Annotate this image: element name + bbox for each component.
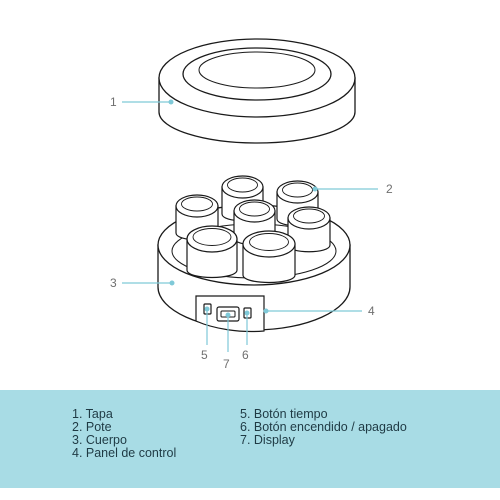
pot-front-right [242, 230, 296, 284]
leader-dot-4 [263, 308, 269, 314]
leader-dot-5 [204, 306, 210, 312]
leader-dot-7 [225, 312, 231, 318]
leader-dot-2 [312, 186, 318, 192]
callout-3: 3 [110, 276, 117, 290]
leader-dot-1 [168, 99, 174, 105]
leader-dot-6 [244, 310, 250, 316]
legend-item-panel-de-control: 4. Panel de control [72, 446, 177, 460]
callout-2: 2 [386, 182, 393, 196]
leader-lines [122, 99, 378, 352]
pot-front-left [186, 225, 238, 279]
legend-item-boton-encendido: 6. Botón encendido / apagado [240, 420, 407, 434]
callout-1: 1 [110, 95, 117, 109]
callout-4: 4 [368, 304, 375, 318]
legend-panel: 1. Tapa 2. Pote 3. Cuerpo 4. Panel de co… [0, 390, 500, 488]
legend-item-display: 7. Display [240, 433, 295, 447]
legend-item-boton-tiempo: 5. Botón tiempo [240, 407, 328, 421]
legend-item-cuerpo: 3. Cuerpo [72, 433, 127, 447]
yogurt-maker-diagram [122, 38, 378, 352]
legend-column-left: 1. Tapa 2. Pote 3. Cuerpo 4. Panel de co… [72, 408, 176, 460]
callout-6: 6 [242, 348, 249, 362]
lid-illustration [158, 38, 356, 144]
pot-middle-right [287, 206, 331, 253]
legend-column-right: 5. Botón tiempo 6. Botón encendido / apa… [240, 408, 407, 447]
callout-5: 5 [201, 348, 208, 362]
callout-7: 7 [223, 357, 230, 371]
leader-dot-3 [169, 280, 175, 286]
legend-item-tapa: 1. Tapa [72, 407, 113, 421]
legend-item-pote: 2. Pote [72, 420, 112, 434]
